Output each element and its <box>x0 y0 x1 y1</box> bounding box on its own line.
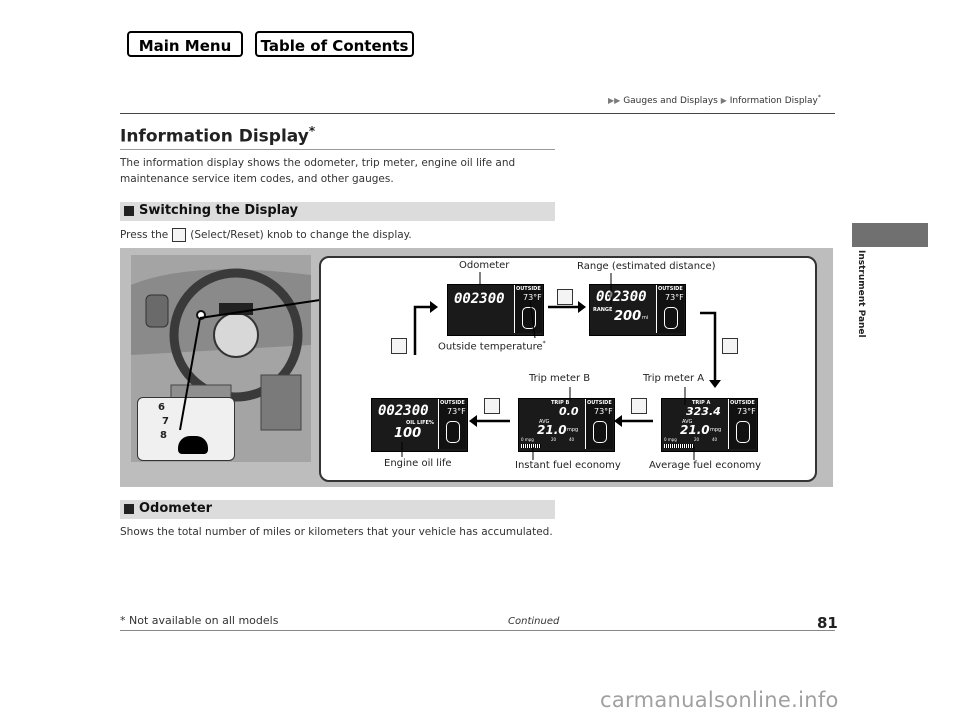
switching-instructions: Press the (Select/Reset) knob to change … <box>120 228 412 242</box>
screen-trip-b: TRIP B 0.0 AVG 21.0 mpg 0 mpg 20 40 OUTS… <box>518 398 615 452</box>
breadcrumb-gauges-link[interactable]: Gauges and Displays <box>623 96 718 106</box>
select-reset-knob-icon <box>391 338 407 354</box>
screen-odo-value: 002300 <box>454 291 505 307</box>
car-icon <box>522 307 536 329</box>
title-rule <box>120 149 555 150</box>
car-icon <box>736 421 750 443</box>
arrow-up-right <box>413 305 430 355</box>
watermark: carmanualsonline.info <box>600 688 839 712</box>
gauge-number: 8 <box>160 430 167 441</box>
label-engine-oil: Engine oil life <box>384 458 452 469</box>
car-icon <box>664 307 678 329</box>
arrow-down <box>700 311 717 380</box>
label-outside-temp: Outside temperature* <box>438 340 546 353</box>
table-of-contents-button[interactable]: Table of Contents <box>255 31 414 57</box>
label-average-fuel: Average fuel economy <box>649 460 762 471</box>
screen-trip-a: TRIP A 323.4 AVG 21.0 mpg 0 mpg 20 40 OU… <box>661 398 758 452</box>
section-square-icon <box>124 504 134 514</box>
section-heading-switching: Switching the Display <box>120 202 555 221</box>
gauge-closeup: 6 7 8 <box>137 397 235 461</box>
section-square-icon <box>124 206 134 216</box>
screen-oil-life: 002300 OIL LIFE% 100 OUTSIDE 73°F <box>371 398 468 452</box>
footer-rule <box>120 630 835 631</box>
select-reset-knob-icon <box>722 338 738 354</box>
main-menu-button[interactable]: Main Menu <box>127 31 243 57</box>
label-instant-fuel: Instant fuel economy <box>515 460 621 471</box>
car-icon <box>446 421 460 443</box>
outside-panel: OUTSIDE 73°F <box>656 285 684 333</box>
screen-odo-value: 002300 <box>596 289 647 305</box>
select-reset-knob-icon <box>484 398 500 414</box>
breadcrumb-star: * <box>817 94 821 101</box>
instant-fuel-value: 21.0 <box>537 423 567 437</box>
select-reset-knob-icon <box>172 228 187 242</box>
outside-panel: OUTSIDE 73°F <box>585 399 613 449</box>
gauge-number: 6 <box>158 402 165 413</box>
label-odometer: Odometer <box>459 260 510 271</box>
outside-panel: OUTSIDE 73°F <box>514 285 542 333</box>
fuel-bar-graph <box>664 444 694 448</box>
breadcrumb-arrow-icon: ▶ <box>720 96 727 105</box>
dashboard-illustration: 6 7 8 <box>131 255 311 462</box>
screen-range: 002300 RANGE 200 mi OUTSIDE 73°F <box>589 284 686 336</box>
avg-fuel-value: 21.0 <box>680 423 710 437</box>
trip-a-value: 323.4 <box>686 405 721 418</box>
select-reset-knob-icon <box>631 398 647 414</box>
knob-hand-icon <box>178 436 208 454</box>
page-title: Information Display* <box>120 124 316 147</box>
screen-odo-value: 002300 <box>378 403 429 419</box>
breadcrumb: ▶▶ Gauges and Displays ▶ Information Dis… <box>608 94 821 106</box>
page-number: 81 <box>817 614 838 632</box>
footnote: * Not available on all models <box>120 614 279 627</box>
label-trip-b: Trip meter B <box>529 373 591 384</box>
trip-b-value: 0.0 <box>559 405 579 418</box>
oil-life-value: 100 <box>394 426 422 441</box>
outside-panel: OUTSIDE 73°F <box>438 399 466 449</box>
chapter-tab[interactable] <box>852 223 928 247</box>
gauge-number: 7 <box>162 416 169 427</box>
breadcrumb-info-display: Information Display <box>729 96 818 106</box>
continued-label: Continued <box>508 616 560 627</box>
odometer-paragraph: Shows the total number of miles or kilom… <box>120 526 553 538</box>
screen-odometer: 002300 OUTSIDE 73°F <box>447 284 544 336</box>
fuel-bar-graph <box>521 444 541 448</box>
range-value: 200 <box>614 309 642 324</box>
intro-paragraph: The information display shows the odomet… <box>120 157 516 185</box>
breadcrumb-arrow-icon: ▶▶ <box>608 96 621 105</box>
select-reset-knob-icon <box>557 289 573 305</box>
label-range: Range (estimated distance) <box>577 261 716 272</box>
label-trip-a: Trip meter A <box>643 373 705 384</box>
outside-panel: OUTSIDE 73°F <box>728 399 756 449</box>
header-rule <box>120 113 835 114</box>
section-heading-odometer: Odometer <box>120 500 555 519</box>
car-icon <box>593 421 607 443</box>
